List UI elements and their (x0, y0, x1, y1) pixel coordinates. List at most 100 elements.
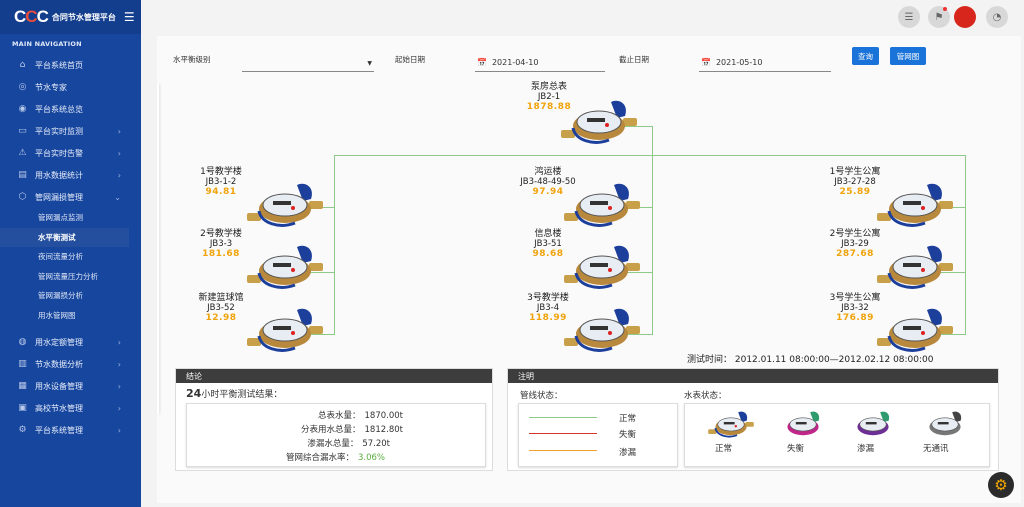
water-meter-icon[interactable] (875, 243, 955, 293)
logo-row: CCC 合同节水管理平台 ☰ (0, 0, 141, 34)
water-meter-icon[interactable] (245, 243, 325, 293)
pipe-left-riser (334, 155, 335, 334)
hamburger-icon[interactable]: ☰ (123, 10, 135, 24)
meter-label-left-2: 2号教学楼 JB3-3 181.68 (171, 229, 271, 259)
main-panel: 水平衡级别 ▼ 起始日期 📅2021-04-10 截止日期 📅2021-05-1… (157, 36, 1021, 503)
sidebar-item-pipe-leak[interactable]: ⬡管网漏损管理⌄ (18, 192, 121, 202)
notification-badge (943, 7, 947, 11)
pipe-legend-box: 正常 失衡 渗漏 (518, 403, 678, 467)
meter-label-mid-2: 信息楼 JB3-51 98.68 (498, 229, 598, 259)
meter-offline-icon (921, 410, 969, 440)
water-meter-icon[interactable] (245, 181, 325, 231)
alarm-icon: ⚠ (18, 148, 27, 158)
legend-label: 正常 (619, 414, 637, 424)
sidebar-item-system[interactable]: ⚙平台系统管理› (18, 425, 121, 435)
pipe-right-riser (965, 155, 966, 334)
meter-legend-box: 正常 失衡 渗漏 无通讯 (684, 403, 990, 467)
clock-icon[interactable]: ◔ (986, 6, 1008, 28)
meter-code: JB2-1 (537, 92, 561, 102)
sidebar-subitem-night-flow[interactable]: 夜间流量分析 (38, 252, 83, 262)
sidebar-subitem-water-balance[interactable]: 水平衡测试 (0, 227, 129, 247)
chevron-right-icon: › (117, 126, 121, 136)
logo[interactable]: CCC (14, 7, 49, 26)
level-label: 水平衡级别 (173, 55, 211, 64)
start-date-label: 起始日期 (395, 55, 425, 64)
pipe-branch (934, 334, 966, 335)
level-select[interactable]: ▼ (242, 58, 374, 72)
menu-icon[interactable]: ☰ (898, 6, 920, 28)
meter-label-left-3: 新建篮球馆 JB3-52 12.98 (171, 293, 271, 323)
pipe-header (334, 155, 966, 156)
nav-heading: MAIN NAVIGATION (12, 40, 82, 48)
pipe-branch (621, 272, 653, 273)
legend-label: 无通讯 (923, 444, 949, 454)
meter-reading: 94.81 (205, 187, 237, 197)
notification-icon[interactable]: ⚑ (928, 6, 950, 28)
sidebar-item-overview[interactable]: ◉平台系统总览 (18, 104, 83, 114)
meter-code: JB3-48-49-50 (520, 177, 576, 187)
water-meter-icon[interactable] (875, 181, 955, 231)
sidebar-subitem-leak-monitor[interactable]: 管网漏点监测 (38, 213, 83, 223)
notes-panel: 注明 管线状态： 水表状态： 正常 失衡 渗漏 正常 失衡 渗漏 无通讯 (507, 368, 999, 471)
sidebar-item-expert[interactable]: ◎节水专家 (18, 82, 67, 92)
meter-state-title: 水表状态： (684, 391, 727, 401)
sidebar-item-analysis[interactable]: ▥节水数据分析› (18, 359, 121, 369)
chevron-right-icon: › (117, 381, 121, 391)
sidebar-item-device[interactable]: ▦用水设备管理› (18, 381, 121, 391)
meter-reading: 97.94 (532, 187, 564, 197)
sidebar-subitem-flow-pressure[interactable]: 管网流量压力分析 (38, 271, 98, 281)
meter-code: JB3-52 (207, 303, 235, 313)
meter-code: JB3-29 (841, 239, 869, 249)
water-meter-icon[interactable] (559, 98, 639, 148)
sidebar-subitem-pipe-map[interactable]: 用水管网图 (38, 310, 76, 320)
meter-code: JB3-4 (536, 303, 560, 313)
sidebar-item-monitor[interactable]: ▭平台实时监测› (18, 126, 121, 136)
legend-label: 渗漏 (857, 444, 875, 454)
legend-label: 正常 (715, 444, 733, 454)
water-meter-icon[interactable] (245, 306, 325, 356)
sidebar-item-stats[interactable]: ▤用水数据统计› (18, 170, 121, 180)
meter-name: 新建篮球馆 (198, 293, 244, 303)
sidebar: CCC 合同节水管理平台 ☰ MAIN NAVIGATION ⌂平台系统首页 ◎… (0, 0, 141, 507)
legend-label: 失衡 (619, 430, 637, 440)
overview-icon: ◉ (18, 104, 27, 114)
pipe-icon: ⬡ (18, 192, 27, 202)
meter-label-right-2: 2号学生公寓 JB3-29 287.68 (805, 229, 905, 259)
meter-reading: 25.89 (839, 187, 871, 197)
meter-leak-icon (849, 410, 897, 440)
user-avatar[interactable] (954, 6, 976, 28)
meter-reading: 287.68 (836, 249, 874, 259)
school-icon: ▣ (18, 403, 27, 413)
home-icon: ⌂ (19, 60, 26, 70)
sidebar-item-alarm[interactable]: ⚠平台实时告警› (18, 148, 121, 158)
result-row: 渗漏水总量：57.20t (307, 439, 390, 449)
meter-code: JB3-51 (534, 239, 562, 249)
meter-code: JB3-32 (841, 303, 869, 313)
pipe-main-link (619, 126, 652, 127)
meter-label-main: 泵房总表 JB2-1 1878.88 (499, 82, 599, 112)
query-button[interactable]: 查询 (852, 47, 879, 65)
end-date-field[interactable]: 📅2021-05-10 (699, 58, 831, 72)
stats-icon: ▤ (18, 170, 27, 180)
water-meter-icon[interactable] (562, 306, 642, 356)
meter-code: JB3-1-2 (205, 177, 237, 187)
sidebar-subitem-leak-analysis[interactable]: 管网漏损分析 (38, 291, 83, 301)
calendar-icon: 📅 (477, 58, 487, 67)
meter-reading: 98.68 (532, 249, 564, 259)
meter-name: 2号学生公寓 (829, 229, 881, 239)
legend-line-leak (529, 450, 597, 451)
water-meter-icon[interactable] (562, 181, 642, 231)
meter-name: 泵房总表 (530, 82, 567, 92)
pipe-map-button[interactable]: 管网图 (890, 47, 926, 65)
sidebar-item-school[interactable]: ▣高校节水管理› (18, 403, 121, 413)
water-meter-icon[interactable] (875, 306, 955, 356)
meter-label-right-3: 3号学生公寓 JB3-32 176.89 (805, 293, 905, 323)
chevron-right-icon: › (117, 403, 121, 413)
sidebar-item-quota[interactable]: ◍用水定额管理› (18, 337, 121, 347)
water-meter-icon[interactable] (562, 243, 642, 293)
settings-fab[interactable]: ⚙ (988, 472, 1014, 498)
chevron-down-icon: ⌄ (114, 192, 121, 202)
start-date-field[interactable]: 📅2021-04-10 (475, 58, 605, 72)
sidebar-item-home[interactable]: ⌂平台系统首页 (0, 54, 141, 76)
meter-reading: 118.99 (529, 313, 567, 323)
